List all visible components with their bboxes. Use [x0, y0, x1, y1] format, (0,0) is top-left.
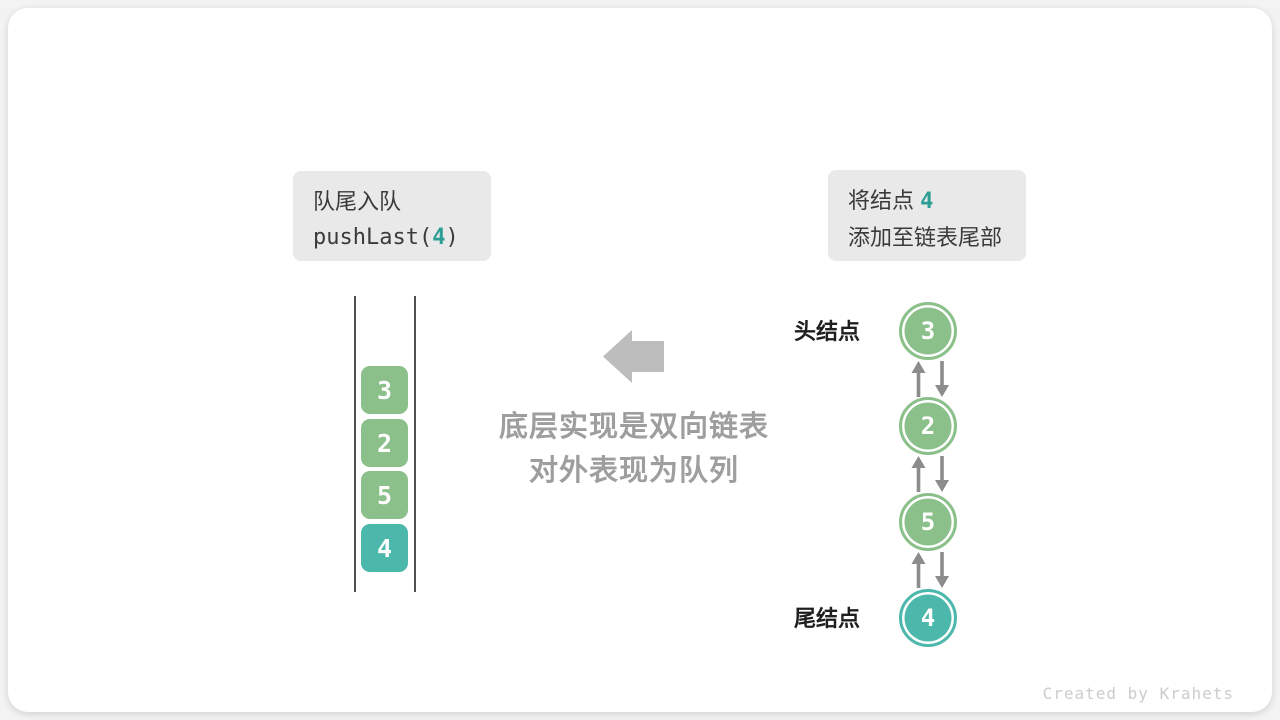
queue-left-wall: [354, 296, 356, 592]
center-note-line2: 对外表现为队列: [528, 455, 739, 487]
operation-caption-box: 队尾入队 pushLast(4): [293, 171, 491, 261]
operation-title: 队尾入队: [313, 189, 402, 214]
diagram-card: 队尾入队 pushLast(4) 将结点 4 添加至链表尾部 3 2 5 4 底…: [8, 8, 1272, 712]
queue-cell: 4: [361, 524, 408, 572]
queue-cell: 2: [361, 419, 408, 467]
center-note: 底层实现是双向链表 对外表现为队列: [454, 405, 814, 493]
head-node-label: 头结点: [794, 319, 861, 344]
center-note-line1: 底层实现是双向链表: [498, 411, 769, 443]
left-block-arrow-icon: [603, 330, 664, 383]
queue-cell: 3: [361, 366, 408, 414]
call-suffix: ): [445, 225, 459, 250]
description-prefix: 将结点: [848, 188, 921, 213]
bidirectional-link-arrows-icon: [911, 456, 949, 492]
list-node: 4: [899, 589, 957, 647]
bidirectional-link-arrows-icon: [911, 552, 949, 588]
operation-call: pushLast(4): [313, 220, 473, 256]
call-prefix: pushLast(: [313, 225, 433, 250]
list-node: 3: [899, 302, 957, 360]
call-arg: 4: [432, 225, 446, 250]
list-node: 2: [899, 397, 957, 455]
description-arg: 4: [920, 189, 934, 214]
description-caption-box: 将结点 4 添加至链表尾部: [828, 170, 1026, 261]
description-line2: 添加至链表尾部: [848, 225, 1003, 250]
list-node: 5: [899, 493, 957, 551]
tail-node-label: 尾结点: [794, 606, 861, 631]
watermark: Created by Krahets: [1042, 684, 1234, 703]
description-line1: 将结点 4: [848, 183, 1008, 220]
queue-cell: 5: [361, 471, 408, 519]
queue-right-wall: [414, 296, 416, 592]
bidirectional-link-arrows-icon: [911, 361, 949, 397]
